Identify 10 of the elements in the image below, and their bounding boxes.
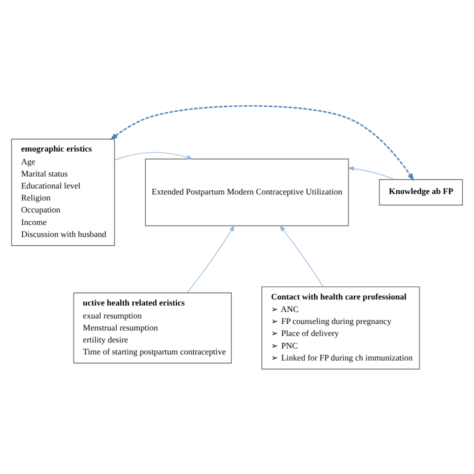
arrow [347, 166, 395, 180]
node-box: Knowledge ab FP [379, 178, 463, 205]
arrow [110, 104, 414, 181]
node-box: Extended Postpartum Modern Contraceptive Utilization [145, 158, 349, 226]
node-box: uctive health related eristics exual resumption Menstrual resumption ertility desire Time of starting postpartum contraceptive [73, 292, 232, 363]
arrow [279, 224, 324, 286]
arrow [114, 152, 194, 160]
node-box: Contact with health care professional ➢ ANC ➢ FP counseling during pregnancy ➢ Place of delivery ➢ PNC ➢ Linked for FP during ch immunization [262, 286, 420, 370]
node-box: emographic eristics Age Marital status Educational level Religion Occupation Income Discussion with husband [11, 138, 115, 246]
arrow [186, 224, 235, 293]
